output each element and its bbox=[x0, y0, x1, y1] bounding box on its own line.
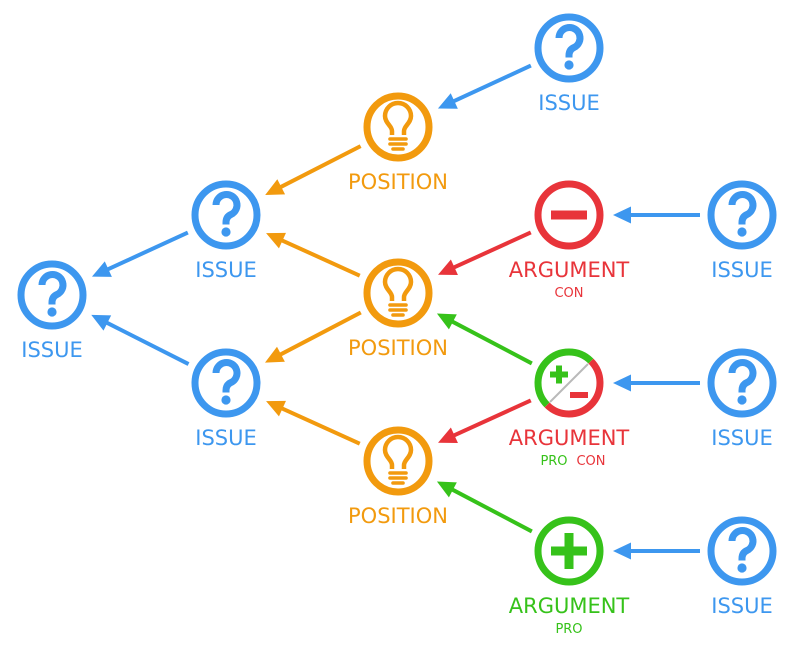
node-label: ARGUMENT bbox=[509, 258, 630, 282]
edge-position-bottom-to-issue-lower bbox=[266, 400, 361, 446]
arrowhead-icon bbox=[438, 259, 458, 276]
edge-line bbox=[279, 237, 361, 278]
node-label: ISSUE bbox=[711, 594, 773, 618]
node-label: ISSUE bbox=[195, 426, 257, 450]
node-label: ARGUMENT bbox=[509, 426, 630, 450]
lightbulb-icon bbox=[382, 434, 414, 485]
minus-icon bbox=[551, 210, 587, 220]
edge-argument-procon-to-position-bottom bbox=[438, 398, 532, 444]
question-icon bbox=[38, 271, 67, 317]
nodes-layer: ISSUE ISSUE ISSUE POSITION POSITION POSITION I… bbox=[17, 13, 777, 637]
edge-issue-top-right-to-position-top bbox=[437, 63, 532, 109]
arrowhead-icon bbox=[436, 481, 457, 498]
node-issue-top-right[interactable]: ISSUE bbox=[534, 13, 604, 115]
node-issue-upper[interactable]: ISSUE bbox=[191, 180, 261, 282]
edge-line bbox=[451, 398, 532, 438]
node-argument-pro[interactable]: ARGUMENT PRO bbox=[509, 516, 630, 637]
node-issue-right-2[interactable]: ISSUE bbox=[707, 348, 777, 450]
question-icon bbox=[728, 359, 757, 405]
edge-line bbox=[451, 63, 532, 104]
edge-line bbox=[450, 487, 533, 534]
node-ring bbox=[363, 92, 433, 162]
node-label: POSITION bbox=[348, 336, 448, 360]
edges-layer bbox=[91, 63, 700, 560]
arrowhead-icon bbox=[437, 93, 458, 109]
node-argument-con[interactable]: ARGUMENT CON bbox=[509, 180, 630, 301]
arrowhead-icon bbox=[264, 346, 285, 363]
node-ring bbox=[363, 426, 433, 496]
edge-issue-upper-to-issue-root bbox=[91, 230, 189, 277]
node-label: POSITION bbox=[348, 170, 448, 194]
arrowhead-icon bbox=[436, 313, 457, 330]
arrowhead-icon bbox=[613, 374, 631, 392]
node-sublabel-pro: PRO bbox=[540, 454, 567, 469]
node-position-middle[interactable]: POSITION bbox=[348, 258, 448, 360]
node-label: ARGUMENT bbox=[509, 594, 630, 618]
edge-argument-con-to-position-middle bbox=[438, 230, 532, 276]
question-icon bbox=[212, 191, 241, 237]
node-issue-lower[interactable]: ISSUE bbox=[191, 348, 261, 450]
node-label: ISSUE bbox=[21, 338, 83, 362]
edge-line bbox=[278, 310, 362, 357]
node-sublabel-pro: PRO bbox=[555, 622, 582, 637]
node-issue-right-1[interactable]: ISSUE bbox=[707, 180, 777, 282]
arrowhead-icon bbox=[613, 206, 631, 224]
edge-issue-lower-to-issue-root bbox=[91, 314, 190, 366]
arrowhead-icon bbox=[266, 400, 286, 417]
edge-line bbox=[105, 230, 189, 272]
divider bbox=[549, 363, 589, 403]
edge-issue-right-3-to-argument-pro bbox=[613, 542, 700, 560]
edge-issue-right-1-to-argument-con bbox=[613, 206, 700, 224]
arrowhead-icon bbox=[265, 179, 286, 195]
node-issue-right-3[interactable]: ISSUE bbox=[707, 516, 777, 618]
edge-issue-right-2-to-argument-procon bbox=[613, 374, 700, 392]
node-sublabel-con: CON bbox=[554, 286, 583, 301]
split-ring bbox=[534, 348, 604, 418]
edge-line bbox=[104, 320, 190, 366]
plus-minus-icon bbox=[550, 365, 588, 398]
arrowhead-icon bbox=[613, 542, 631, 560]
edge-position-top-to-issue-upper bbox=[265, 144, 362, 195]
arrowhead-icon bbox=[91, 314, 112, 331]
node-label: POSITION bbox=[348, 504, 448, 528]
question-icon bbox=[728, 191, 757, 237]
node-issue-root[interactable]: ISSUE bbox=[17, 260, 87, 362]
arrowhead-icon bbox=[438, 427, 458, 444]
arrowhead-icon bbox=[266, 232, 286, 249]
node-label: ISSUE bbox=[711, 258, 773, 282]
node-position-bottom[interactable]: POSITION bbox=[348, 426, 448, 528]
question-icon bbox=[555, 24, 584, 70]
node-label: ISSUE bbox=[538, 91, 600, 115]
node-ring bbox=[363, 258, 433, 328]
edge-line bbox=[451, 230, 532, 270]
node-argument-procon[interactable]: ARGUMENT PRO CON bbox=[509, 348, 630, 469]
edge-argument-pro-to-position-bottom bbox=[436, 481, 533, 534]
node-label: ISSUE bbox=[195, 258, 257, 282]
plus-icon bbox=[551, 533, 587, 569]
question-icon bbox=[728, 527, 757, 573]
edge-line bbox=[450, 319, 533, 366]
edge-position-middle-to-issue-lower bbox=[264, 310, 362, 363]
edge-line bbox=[279, 405, 361, 446]
node-sublabel-con: CON bbox=[576, 454, 605, 469]
lightbulb-icon bbox=[382, 100, 414, 151]
node-label: ISSUE bbox=[711, 426, 773, 450]
question-icon bbox=[212, 359, 241, 405]
edge-position-middle-to-issue-upper bbox=[266, 232, 361, 278]
edge-argument-procon-to-position-middle bbox=[436, 313, 533, 366]
edge-line bbox=[278, 144, 362, 190]
arrowhead-icon bbox=[91, 261, 112, 277]
lightbulb-icon bbox=[382, 266, 414, 317]
node-position-top[interactable]: POSITION bbox=[348, 92, 448, 194]
